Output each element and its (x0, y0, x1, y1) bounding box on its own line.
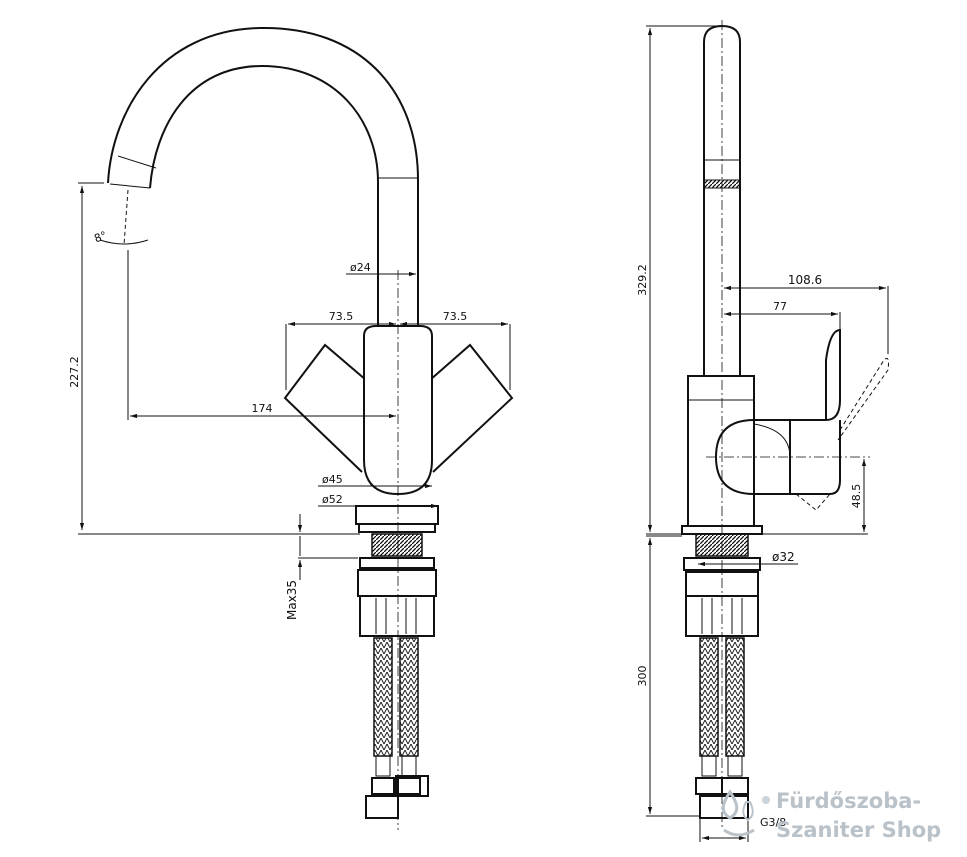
side-view: 329.2 108.6 77 48.5 ø32 300 G3/8 (636, 20, 889, 842)
handle-right (429, 343, 514, 473)
dim-max-thickness: Max35 (285, 580, 299, 620)
dim-reach-174: 174 (252, 402, 273, 415)
hose-nut-left (365, 795, 399, 819)
valve-housing (714, 419, 791, 495)
dim-lever-height: 48.5 (850, 484, 863, 509)
side-body (687, 375, 755, 527)
watermark: Fürdőszoba- Szaniter Shop (721, 789, 941, 842)
front-view: 227.2 8° 174 ø24 73.5 73.5 ø45 ø52 Max35 (68, 26, 514, 830)
dim-handle-left: 73.5 (329, 310, 354, 323)
base-collar (355, 505, 439, 525)
dim-height-227: 227.2 (68, 356, 81, 388)
watermark-line2: Szaniter Shop (776, 818, 941, 842)
side-lever (790, 328, 841, 421)
dim-lever-reach: 77 (773, 300, 787, 313)
dim-shank-32: ø32 (772, 550, 795, 564)
dim-hose-length: 300 (636, 666, 649, 687)
hose-nut-right (395, 775, 429, 797)
dim-handle-right: 73.5 (443, 310, 468, 323)
handle-left (283, 343, 367, 473)
hose-right (399, 637, 419, 757)
watermark-line1: Fürdőszoba- (776, 789, 921, 813)
watermark-logo-icon (721, 789, 770, 837)
threaded-shank (371, 533, 423, 557)
hose-left (373, 637, 393, 757)
spout-inner (149, 64, 379, 326)
side-hose-left (699, 637, 719, 757)
dim-base-52: ø52 (322, 493, 343, 506)
dim-total-height: 329.2 (636, 264, 649, 296)
dim-angle: 8° (92, 229, 108, 245)
spout-outer (107, 26, 419, 326)
dim-tube-24: ø24 (350, 261, 371, 274)
dim-body-45: ø45 (322, 473, 343, 486)
dim-handle-reach: 108.6 (788, 273, 822, 287)
mounting-nut (359, 596, 435, 637)
dim-thread: G3/8 (760, 816, 786, 829)
side-hose-right (725, 637, 745, 757)
